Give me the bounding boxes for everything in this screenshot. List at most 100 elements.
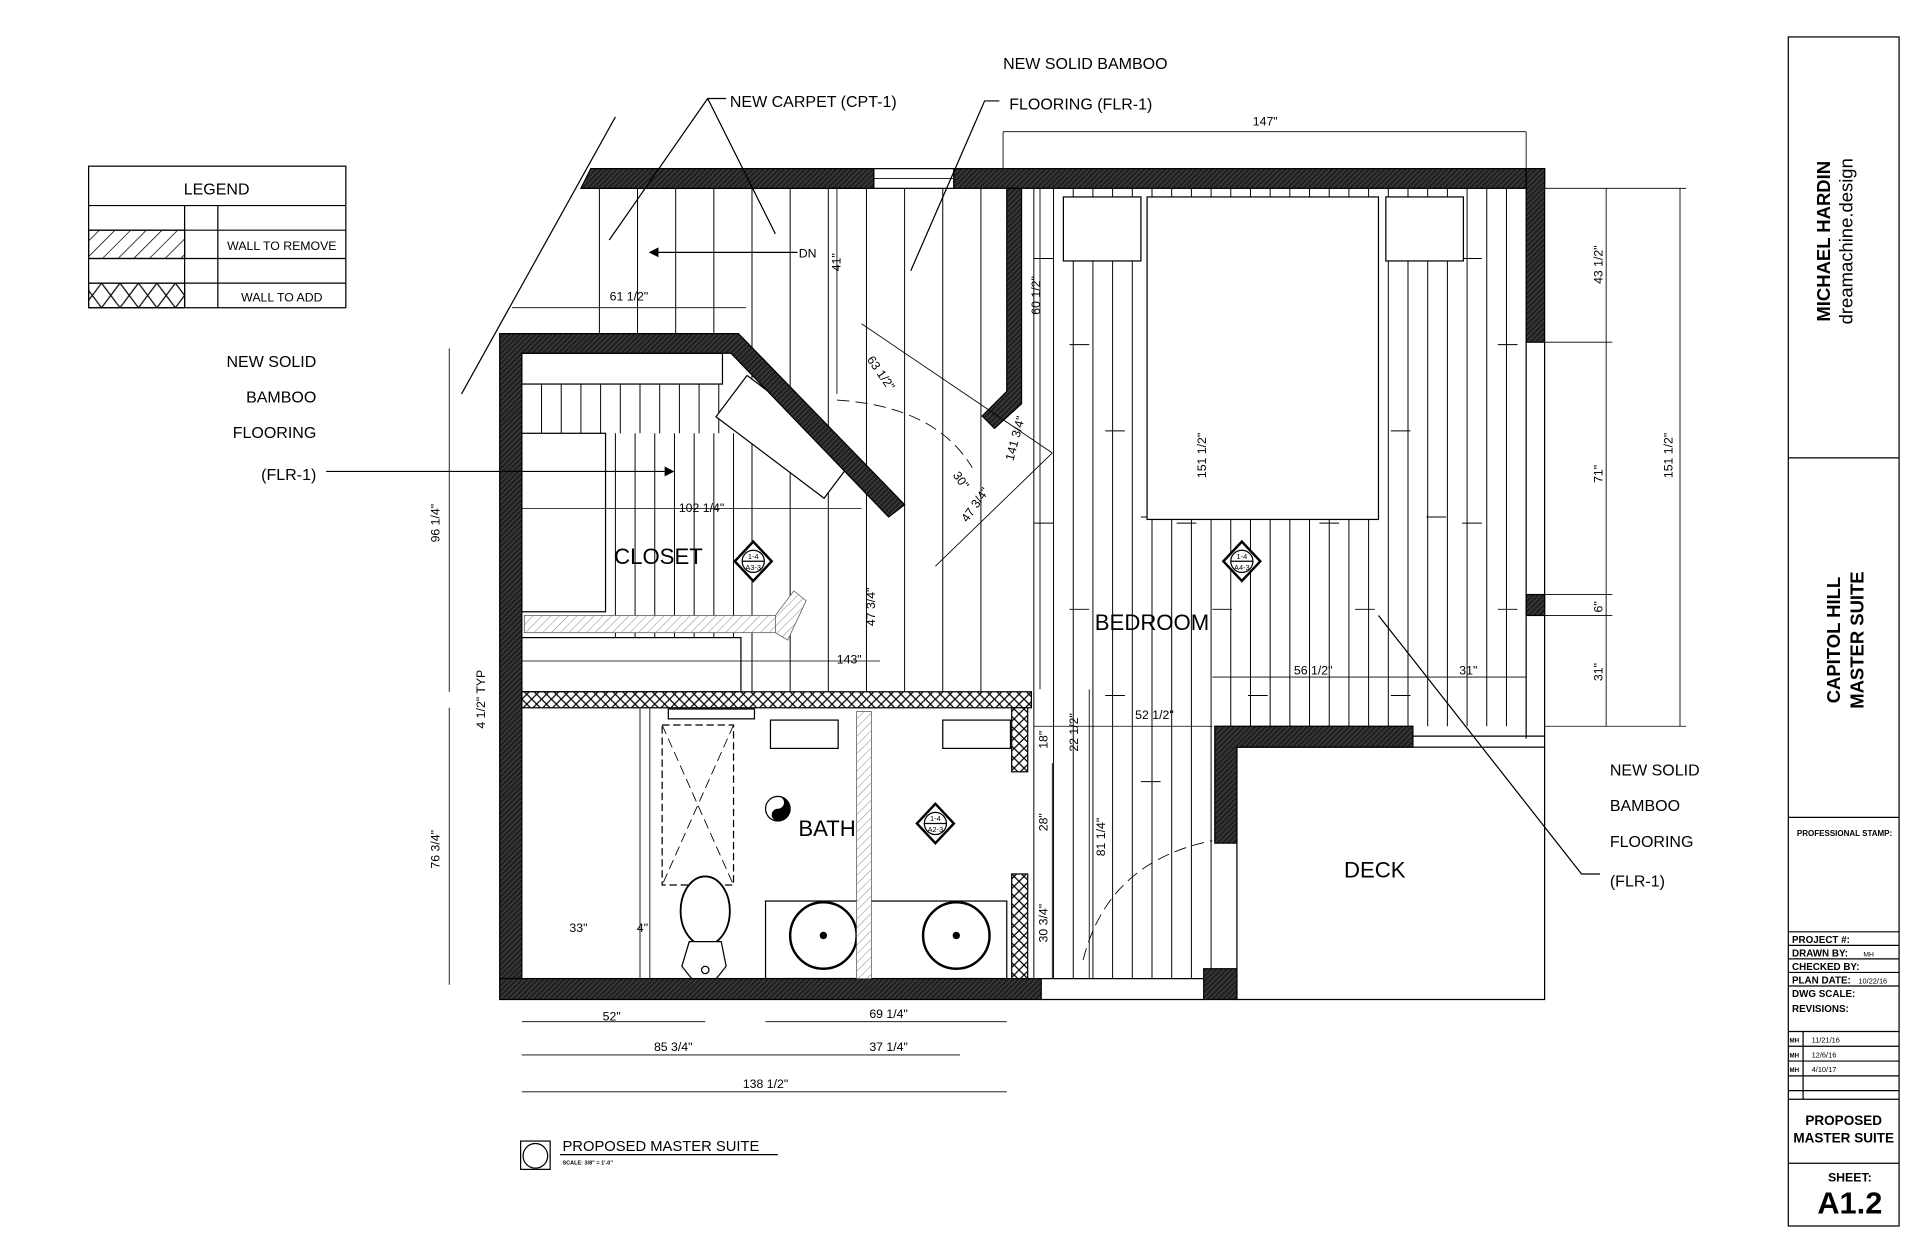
revisions-label: REVISIONS: <box>1792 1004 1849 1015</box>
closet-dresser <box>521 432 607 613</box>
dim-151-1-2-right: 151 1/2" <box>1662 433 1676 478</box>
room-closet: CLOSET <box>614 544 703 569</box>
door-swing <box>1082 840 1213 961</box>
svg-text:A2-3: A2-3 <box>928 825 944 834</box>
dim-28: 28" <box>1036 813 1050 831</box>
wall-to-remove-swatch <box>88 229 186 260</box>
dim-41: 41" <box>830 253 844 271</box>
room-labels: CLOSET BEDROOM BATH DECK <box>614 544 1406 883</box>
yin-yang-icon <box>764 795 791 822</box>
field-project-label: PROJECT #: <box>1792 935 1850 946</box>
legend-title: LEGEND <box>184 181 250 198</box>
dim-52: 52" <box>603 1009 621 1023</box>
svg-text:1-4: 1-4 <box>748 552 759 561</box>
note-bamboo-left-2: BAMBOO <box>246 390 316 407</box>
drawing-title-text: PROPOSED MASTER SUITE <box>562 1139 759 1155</box>
section-tag: 1-4 A4-3 <box>1221 539 1262 583</box>
bed <box>1146 196 1380 521</box>
dim-52-1-2: 52 1/2" <box>1135 708 1174 722</box>
field-plan-date-value: 10/22/16 <box>1858 977 1887 986</box>
revision-date: 4/10/17 <box>1812 1065 1837 1074</box>
dim-4: 4" <box>637 921 648 935</box>
svg-text:A4-3: A4-3 <box>1234 563 1250 572</box>
field-plan-date-label: PLAN DATE: <box>1792 976 1851 987</box>
legend-item-wall-to-add: WALL TO ADD <box>241 291 322 305</box>
project-name-1: CAPITOL HILL <box>1823 577 1844 703</box>
dim-63-1-2: 63 1/2" <box>864 353 898 393</box>
dim-76-3-4: 76 3/4" <box>428 830 442 869</box>
svg-text:A3-3: A3-3 <box>745 563 761 572</box>
section-tag: 1-4 A3-3 <box>733 539 774 583</box>
dim-6: 6" <box>1591 601 1605 612</box>
closet-shelf <box>521 352 724 385</box>
sheet-title-2: MASTER SUITE <box>1793 1130 1894 1145</box>
walls <box>461 116 1546 1001</box>
dim-4-1-2-typ: 4 1/2" TYP <box>474 670 488 729</box>
dim-30: 30" <box>950 469 972 492</box>
revision-by: MH <box>1790 1038 1800 1045</box>
dim-151-1-2-bed: 151 1/2" <box>1195 433 1209 478</box>
stair-dn: DN <box>799 246 817 260</box>
designer-name: MICHAEL HARDIN <box>1813 161 1834 322</box>
note-bamboo-right-4: (FLR-1) <box>1610 873 1665 890</box>
revision-by: MH <box>1790 1052 1800 1059</box>
sheet-title-1: PROPOSED <box>1805 1113 1882 1128</box>
wall-to-remove <box>523 615 776 634</box>
dim-60-1-2: 60 1/2" <box>1029 276 1043 315</box>
note-bamboo-left-4: (FLR-1) <box>261 467 316 484</box>
dim-61-1-2: 61 1/2" <box>610 289 649 303</box>
room-bath: BATH <box>798 816 855 841</box>
dim-96-1-4: 96 1/4" <box>428 504 442 543</box>
drawing-scale: SCALE: 3/8" = 1'-0" <box>562 1160 613 1166</box>
room-deck: DECK <box>1344 858 1406 883</box>
dim-43-1-2: 43 1/2" <box>1591 245 1605 284</box>
shower <box>661 724 735 886</box>
legend: LEGEND WALL TO REMOVE WALL TO ADD <box>88 165 347 309</box>
dim-56-1-2: 56 1/2" <box>1294 664 1333 678</box>
dim-30-3-4: 30 3/4" <box>1036 904 1050 943</box>
note-new-carpet: NEW CARPET (CPT-1) <box>730 94 897 111</box>
section-tag: 1-4 A2-3 <box>915 801 956 845</box>
dim-138-1-2: 138 1/2" <box>743 1077 788 1091</box>
furniture <box>521 196 1546 1001</box>
dim-71: 71" <box>1591 465 1605 483</box>
dim-81-1-4: 81 1/4" <box>1094 818 1108 857</box>
toilet <box>679 875 731 947</box>
project-name-2: MASTER SUITE <box>1846 571 1867 708</box>
dim-37-1-4: 37 1/4" <box>869 1040 908 1054</box>
dim-47-3-4-diag: 47 3/4" <box>958 485 992 525</box>
nightstand-left <box>1062 196 1142 262</box>
annotations: NEW CARPET (CPT-1) NEW SOLID BAMBOO FLOO… <box>227 56 1700 890</box>
closet-bench <box>521 637 742 693</box>
svg-text:1-4: 1-4 <box>1237 552 1248 561</box>
note-bamboo-left-3: FLOORING <box>233 425 317 442</box>
legend-item-wall-to-remove: WALL TO REMOVE <box>227 239 336 253</box>
note-bamboo-top-2: FLOORING (FLR-1) <box>1009 97 1152 114</box>
revision-date: 11/21/16 <box>1812 1036 1840 1045</box>
designer-website: dreamachine.design <box>1835 158 1856 324</box>
drawing-title: PROPOSED MASTER SUITE SCALE: 3/8" = 1'-0… <box>520 1139 778 1170</box>
dim-143: 143" <box>837 652 862 666</box>
note-bamboo-left-1: NEW SOLID <box>227 354 317 371</box>
dim-31-vert: 31" <box>1591 663 1605 681</box>
field-checked-by-label: CHECKED BY: <box>1792 962 1860 973</box>
dim-18: 18" <box>1036 731 1050 749</box>
note-bamboo-right-2: BAMBOO <box>1610 798 1680 815</box>
note-bamboo-top-1: NEW SOLID BAMBOO <box>1003 56 1167 73</box>
room-bedroom: BEDROOM <box>1095 610 1209 635</box>
dim-31-horiz: 31" <box>1459 664 1477 678</box>
dim-69-1-4: 69 1/4" <box>869 1007 908 1021</box>
title-block: MICHAEL HARDIN dreamachine.design CAPITO… <box>1787 36 1900 1227</box>
wall-to-add-swatch <box>88 282 186 309</box>
dim-33: 33" <box>569 921 587 935</box>
field-drawn-by-label: DRAWN BY: <box>1792 948 1848 959</box>
revision-date: 12/6/16 <box>1812 1050 1837 1059</box>
revision-by: MH <box>1790 1067 1800 1074</box>
dim-85-3-4: 85 3/4" <box>654 1040 693 1054</box>
note-bamboo-right-3: FLOORING <box>1610 834 1694 851</box>
professional-stamp-label: PROFESSIONAL STAMP: <box>1797 829 1892 838</box>
dim-47-3-4-vert: 47 3/4" <box>864 588 878 627</box>
nightstand-right <box>1385 196 1465 262</box>
deck <box>1236 746 1546 1001</box>
